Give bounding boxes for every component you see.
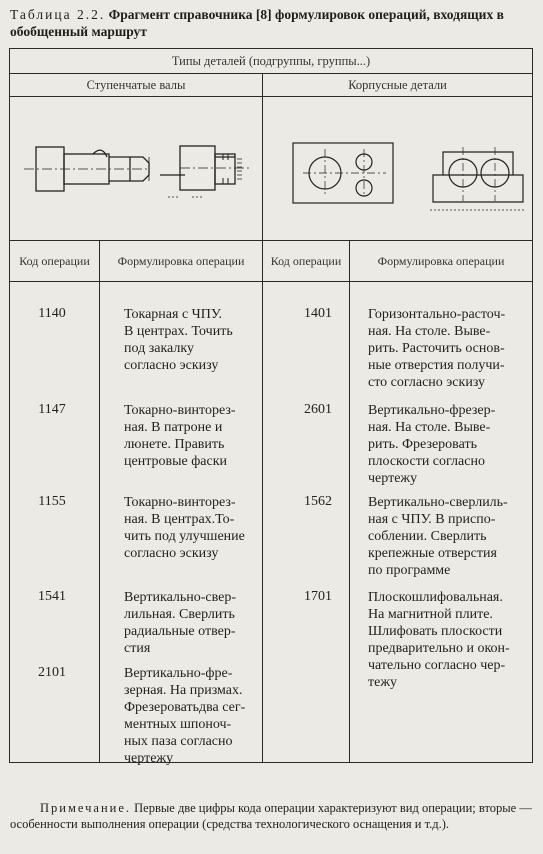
- note-label: Примечание.: [40, 801, 132, 815]
- stepped-shaft-drawing: [24, 145, 250, 198]
- table-note: Примечание. Первые две цифры кода операц…: [10, 800, 535, 832]
- col-header-code-left: Код операции: [9, 240, 100, 282]
- operations-table: Типы деталей (подгруппы, группы...) Ступ…: [8, 48, 534, 763]
- left-group-header: Ступенчатые валы: [9, 73, 263, 97]
- shaft-sketch: [9, 96, 263, 241]
- housing-part-drawing: [292, 142, 525, 211]
- col-header-code-right: Код операции: [262, 240, 350, 282]
- body-col-code-right: [262, 281, 350, 763]
- group-header: Типы деталей (подгруппы, группы...): [8, 48, 534, 74]
- note-text: Первые две цифры кода операции характери…: [10, 801, 532, 831]
- table-caption: Таблица 2.2. Фрагмент справочника [8] фо…: [10, 6, 535, 40]
- table-title: Фрагмент справочника [8] формулировок оп…: [10, 7, 504, 39]
- table-number: Таблица 2.2.: [10, 7, 106, 22]
- col-header-formulation-left: Формулировка операции: [99, 240, 263, 282]
- housing-sketch: [261, 96, 534, 241]
- col-header-formulation-right: Формулировка операции: [348, 240, 534, 282]
- body-col-formulation-left: [99, 281, 263, 763]
- body-col-code-left: [9, 281, 100, 763]
- right-group-header: Корпусные детали: [261, 73, 534, 97]
- body-col-formulation-right: [348, 281, 534, 763]
